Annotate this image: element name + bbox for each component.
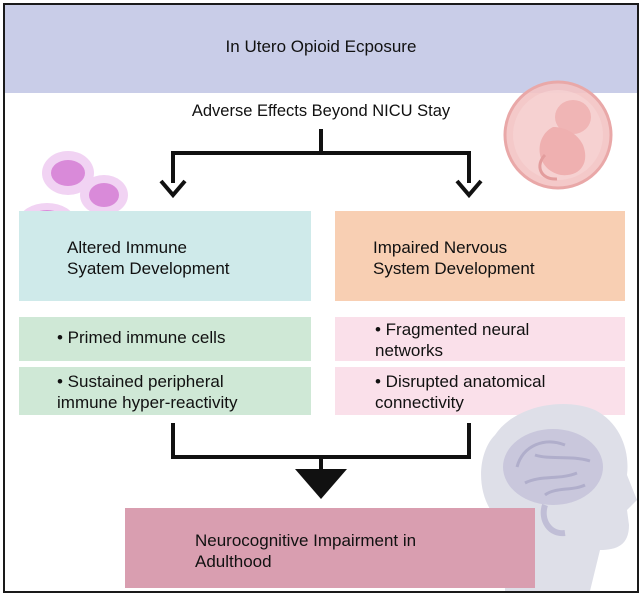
immune-heading-line1: Altered Immune [67,238,187,257]
split-arrow [159,129,483,199]
nervous-item-fragmented: • Fragmented neural networks [335,317,625,361]
subtitle: Adverse Effects Beyond NICU Stay [191,102,451,120]
outcome-line1: Neurocognitive Impairment in [195,531,417,550]
outcome-line2: Adulthood [195,552,272,571]
nervous-item-2-line1: • Disrupted anatomical [375,372,546,391]
nervous-item-1-line2: networks [375,341,444,360]
immune-item-1-line1: • Primed immune cells [57,328,226,347]
header-band: In Utero Opioid Ecposure [5,5,637,93]
nervous-heading-line1: Impaired Nervous [373,238,508,257]
diagram-frame: In Utero Opioid Ecposure Adverse Effects… [3,3,639,593]
merge-arrow [171,423,471,499]
immune-item-sustained: • Sustained peripheral immune hyper-reac… [19,367,311,415]
outcome-box: Neurocognitive Impairment in Adulthood [125,508,535,588]
nervous-heading-line2: System Development [373,259,535,278]
immune-item-2-line2: immune hyper-reactivity [57,393,238,412]
immune-heading-line2: Syatem Development [67,259,230,278]
fetus-icon [503,80,613,190]
nervous-item-2-line2: connectivity [375,393,464,412]
nervous-heading-box: Impaired Nervous System Development [335,211,625,301]
immune-heading-box: Altered Immune Syatem Development [19,211,311,301]
header-title: In Utero Opioid Ecposure [225,37,417,56]
nervous-item-1-line1: • Fragmented neural [375,320,530,339]
immune-item-primed: • Primed immune cells [19,317,311,361]
immune-item-2-line1: • Sustained peripheral [57,372,224,391]
